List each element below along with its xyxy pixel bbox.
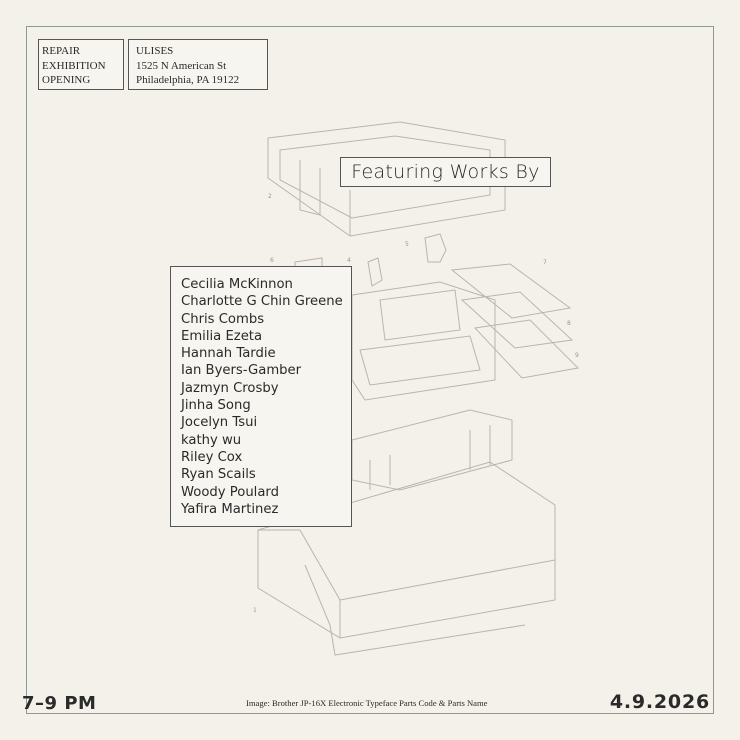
- artist-name: Chris Combs: [181, 311, 265, 327]
- artist-name: Jazmyn Crosby: [181, 380, 279, 396]
- artist-name: Yafira Martinez: [181, 501, 279, 517]
- event-title-box: REPAIR EXHIBITION OPENING: [38, 39, 124, 90]
- artist-list: Cecilia McKinnon Charlotte G Chin Greene…: [170, 266, 352, 527]
- artist-name: Riley Cox: [181, 449, 243, 465]
- event-time: 7–9 PM: [22, 693, 97, 714]
- svg-text:8: 8: [567, 320, 571, 327]
- venue-street: 1525 N American St: [136, 59, 227, 72]
- artist-name: Cecilia McKinnon: [181, 277, 293, 292]
- artist-name: Jinha Song: [181, 398, 251, 414]
- venue-box: ULISES 1525 N American St Philadelphia, …: [128, 39, 268, 90]
- event-title-line: EXHIBITION: [42, 59, 106, 72]
- artist-name: Emilia Ezeta: [181, 328, 263, 344]
- venue-city: Philadelphia, PA 19122: [136, 74, 240, 86]
- venue-name: ULISES: [136, 45, 174, 57]
- artist-name: Ian Byers-Gamber: [181, 363, 302, 379]
- event-title-line: REPAIR: [42, 45, 81, 57]
- svg-text:4: 4: [347, 257, 351, 264]
- artist-name: Charlotte G Chin Greene: [181, 294, 343, 310]
- artist-name: kathy wu: [181, 432, 242, 448]
- artist-name: Ryan Scails: [181, 467, 256, 483]
- featuring-heading: Featuring Works By: [340, 157, 551, 187]
- poster-frame: [26, 26, 714, 714]
- artist-name: Hannah Tardie: [181, 346, 276, 362]
- artist-name: Woody Poulard: [181, 484, 279, 500]
- svg-text:2: 2: [268, 193, 272, 200]
- image-credit: Image: Brother JP-16X Electronic Typefac…: [246, 698, 488, 708]
- svg-text:1: 1: [253, 607, 257, 614]
- svg-text:9: 9: [575, 352, 579, 359]
- svg-text:6: 6: [270, 257, 274, 264]
- event-title-line: OPENING: [42, 74, 91, 86]
- artist-name: Jocelyn Tsui: [181, 415, 258, 431]
- event-date: 4.9.2026: [609, 691, 710, 713]
- svg-text:7: 7: [543, 259, 547, 266]
- svg-text:5: 5: [405, 241, 409, 248]
